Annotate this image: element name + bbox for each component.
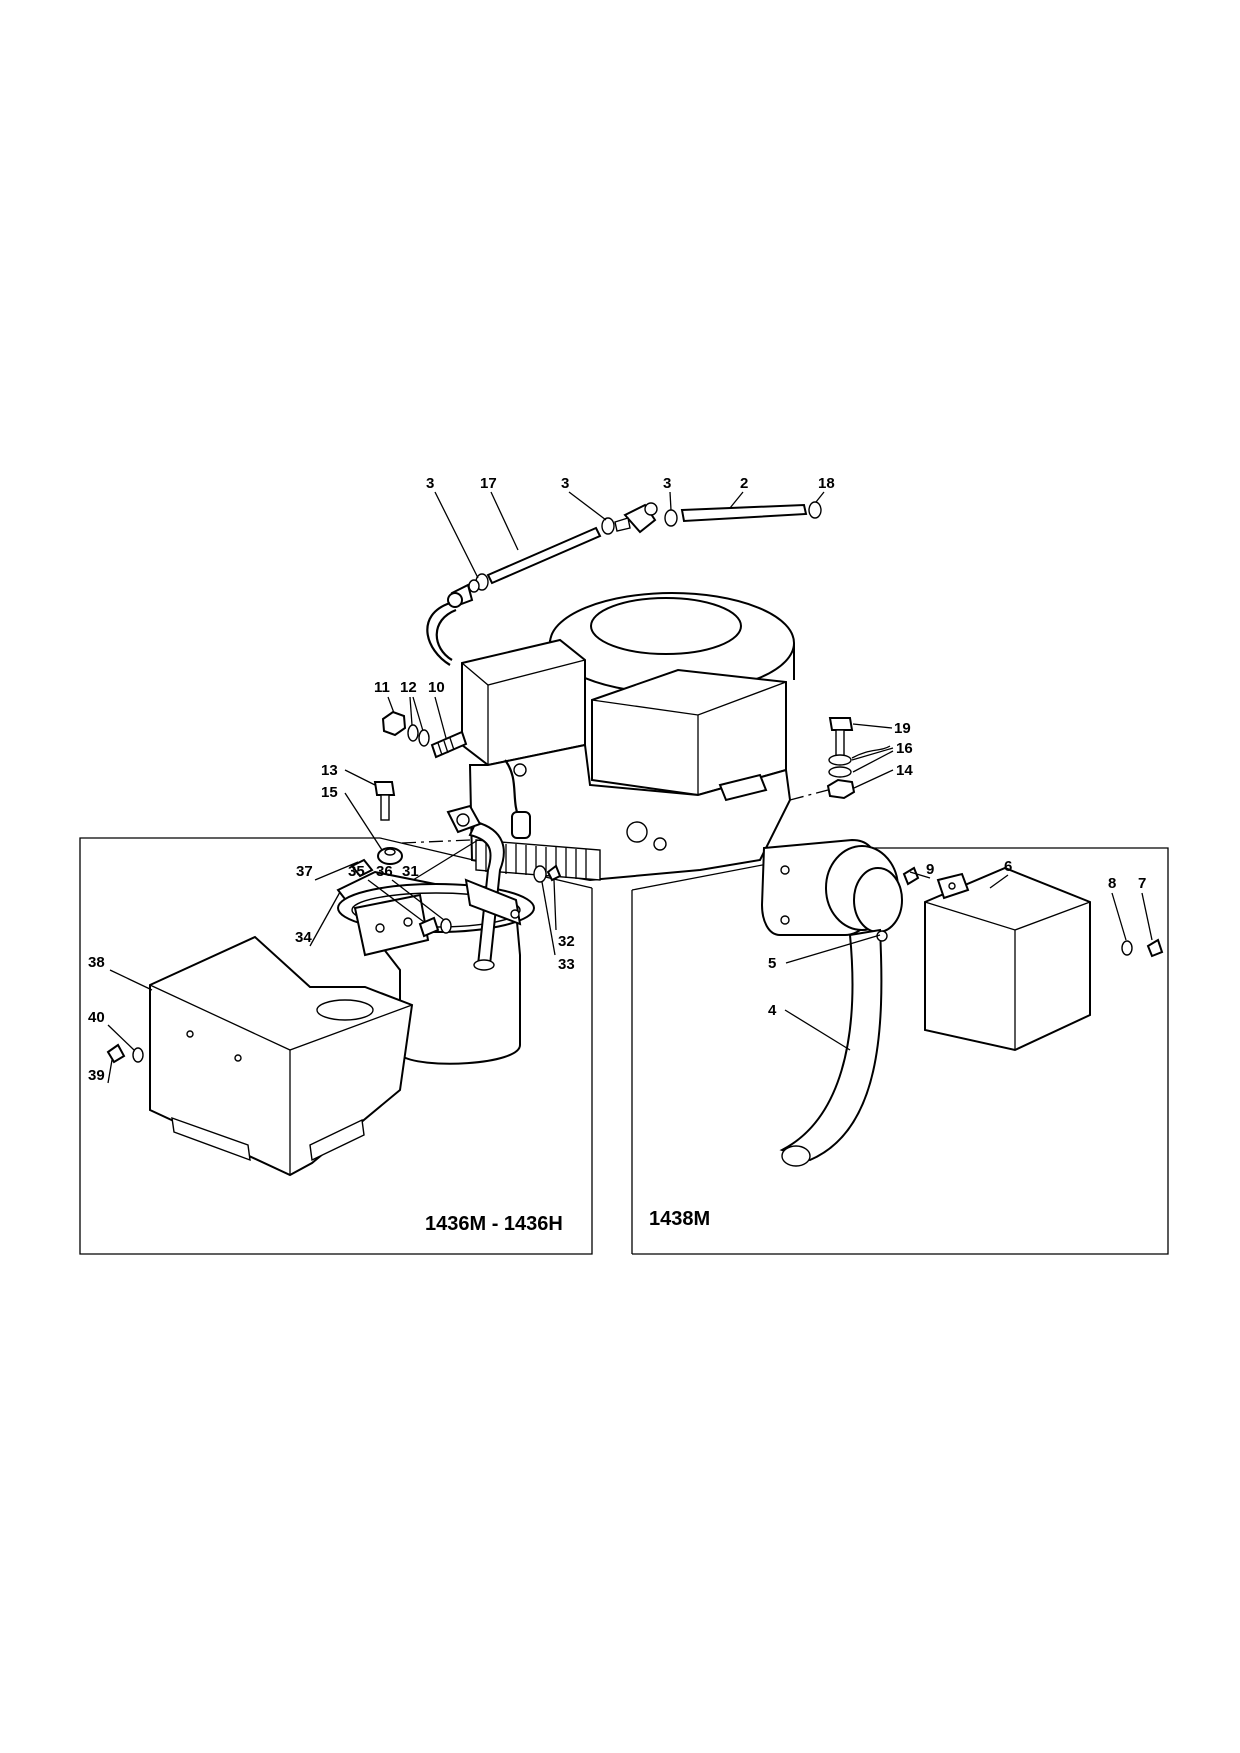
callout-19: 19 — [894, 720, 911, 737]
panel-label-1438: 1438M — [649, 1208, 710, 1230]
callout-4: 4 — [768, 1002, 777, 1019]
callout-18: 18 — [818, 475, 835, 492]
fuel-line-assembly — [426, 501, 822, 666]
callout-15: 15 — [321, 784, 338, 801]
callout-14: 14 — [896, 762, 913, 779]
callout-numbers: 3 17 3 3 2 18 11 12 10 13 15 19 16 14 37… — [88, 475, 1146, 1084]
callout-40: 40 — [88, 1009, 105, 1026]
callout-31: 31 — [402, 863, 419, 880]
callout-39: 39 — [88, 1067, 105, 1084]
muffler-assembly-left — [106, 804, 562, 1177]
callout-17: 17 — [480, 475, 497, 492]
callout-35: 35 — [348, 863, 365, 880]
callout-9: 9 — [926, 861, 934, 878]
callout-36: 36 — [376, 863, 393, 880]
callout-34: 34 — [295, 929, 312, 946]
callout-2: 2 — [740, 475, 748, 492]
left-fasteners — [373, 710, 471, 865]
engine-block — [461, 592, 795, 882]
callout-3: 3 — [561, 475, 569, 492]
callout-3: 3 — [663, 475, 671, 492]
callout-33: 33 — [558, 956, 575, 973]
callout-10: 10 — [428, 679, 445, 696]
right-fasteners — [789, 717, 891, 801]
callout-7: 7 — [1138, 875, 1146, 892]
leader-lines — [107, 491, 1153, 1084]
callout-12: 12 — [400, 679, 417, 696]
callout-13: 13 — [321, 762, 338, 779]
callout-38: 38 — [88, 954, 105, 971]
panel-label-1436: 1436M - 1436H — [425, 1213, 563, 1235]
callout-6: 6 — [1004, 858, 1012, 875]
callout-8: 8 — [1108, 875, 1116, 892]
callout-37: 37 — [296, 863, 313, 880]
callout-32: 32 — [558, 933, 575, 950]
muffler-assembly-right — [760, 838, 1164, 1167]
callout-3: 3 — [426, 475, 434, 492]
callout-16: 16 — [896, 740, 913, 757]
callout-5: 5 — [768, 955, 776, 972]
callout-11: 11 — [374, 679, 390, 696]
